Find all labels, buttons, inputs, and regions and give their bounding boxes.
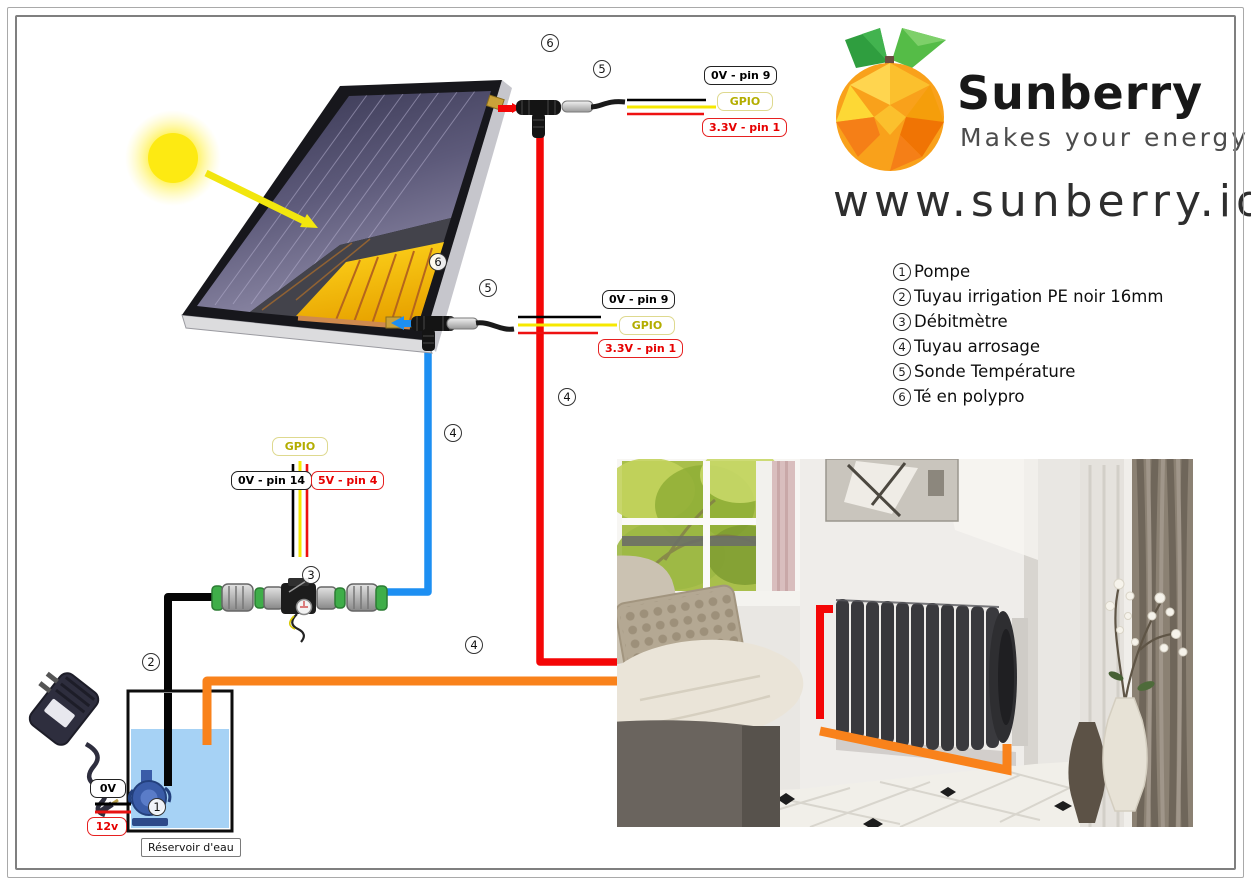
tee-fitting-bottom xyxy=(391,316,456,351)
pin-label-mid-3v3: 3.3V - pin 1 xyxy=(598,339,684,358)
picture-frame xyxy=(825,459,959,522)
component-marker: 6 xyxy=(429,253,447,271)
pin-label-flow-0v: 0V - pin 14 xyxy=(231,471,313,490)
vases-and-branch xyxy=(1068,578,1188,823)
hot-pipe xyxy=(536,128,617,666)
legend-item-label: Débitmètre xyxy=(914,312,1008,331)
legend-item-label: Té en polypro xyxy=(914,387,1025,406)
component-marker: 6 xyxy=(541,34,559,52)
legend-item-label: Tuyau arrosage xyxy=(914,337,1041,356)
component-marker: 4 xyxy=(558,388,576,406)
pin-label-top-0v: 0V - pin 9 xyxy=(704,66,778,85)
component-marker: 5 xyxy=(479,279,497,297)
sun xyxy=(125,110,221,206)
legend-item-number: 5 xyxy=(893,362,911,381)
cold-pipe xyxy=(384,350,432,596)
reservoir-label: Réservoir d'eau xyxy=(141,838,241,858)
legend-item-number: 6 xyxy=(893,387,911,406)
hot-pipe-photo xyxy=(816,605,833,719)
component-marker: 4 xyxy=(465,636,483,654)
component-marker: 3 xyxy=(302,566,320,584)
temperature-probe-top xyxy=(561,99,626,113)
pin-label-power-0v: 0V xyxy=(90,779,126,798)
pin-label-mid-0v: 0V - pin 9 xyxy=(602,290,676,309)
brand-tagline: Makes your energy xyxy=(960,123,1250,152)
pin-label-power-12v: 12v xyxy=(87,817,127,836)
legend-item-label: Sonde Température xyxy=(914,362,1076,381)
sun-ray-arrow xyxy=(204,169,318,228)
room-photo xyxy=(617,459,1193,827)
temperature-probe-mid xyxy=(446,317,515,332)
legend-item-label: Tuyau irrigation PE noir 16mm xyxy=(914,287,1164,306)
component-marker: 4 xyxy=(444,424,462,442)
flow-meter-assembly xyxy=(211,578,388,643)
return-pipe-photo xyxy=(819,726,1012,776)
component-marker: 5 xyxy=(593,60,611,78)
pin-label-flow-gpio: GPIO xyxy=(272,437,328,456)
legend-item-number: 4 xyxy=(893,337,911,356)
pump xyxy=(127,770,172,826)
pin-label-top-3v3: 3.3V - pin 1 xyxy=(702,118,788,137)
pin-label-top-gpio: GPIO xyxy=(717,92,773,111)
pin-label-flow-5v: 5V - pin 4 xyxy=(311,471,385,490)
pin-label-mid-gpio: GPIO xyxy=(619,316,675,335)
couch xyxy=(617,555,804,827)
legend-item-number: 3 xyxy=(893,312,911,331)
brand-name: Sunberry xyxy=(957,66,1204,120)
return-pipe xyxy=(202,676,617,745)
website-link[interactable]: www.sunberry.io xyxy=(833,176,1251,227)
legend-item-number: 1 xyxy=(893,262,911,281)
legend-item-number: 2 xyxy=(893,287,911,306)
tee-fitting-top xyxy=(498,100,561,138)
component-marker: 1 xyxy=(148,798,166,816)
component-marker: 2 xyxy=(142,653,160,671)
legend-item-label: Pompe xyxy=(914,262,971,281)
solar-panel xyxy=(181,80,512,354)
